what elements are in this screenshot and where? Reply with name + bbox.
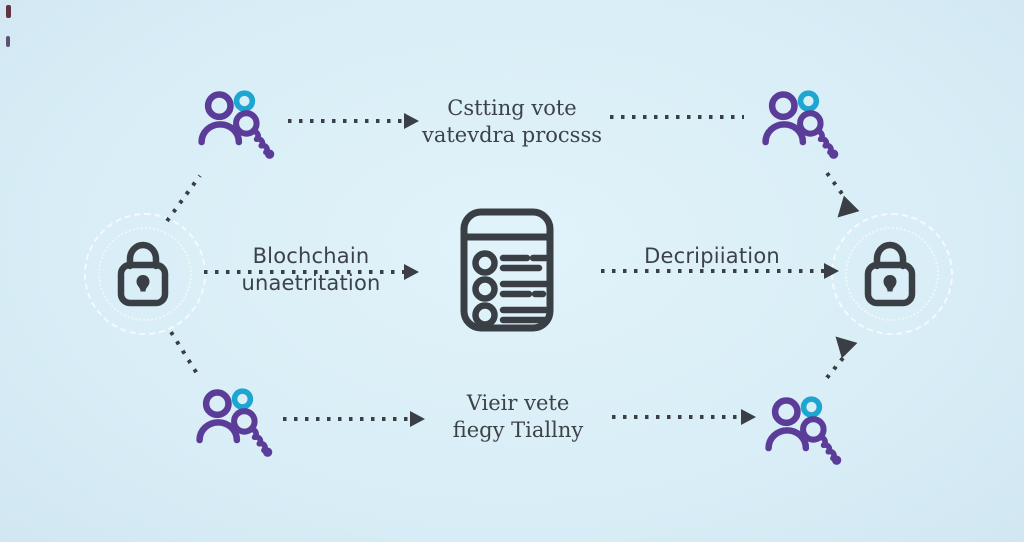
mandala-ring: [845, 227, 939, 321]
voter-key-icon: [765, 396, 842, 465]
arrowhead-top-left: [404, 113, 419, 129]
ballot-list-icon: [460, 208, 554, 332]
label-vote-tally-line1: Vieir vete: [466, 391, 570, 415]
voter-key-icon: [198, 90, 275, 159]
dotted-diagonal-left-up: [165, 174, 202, 223]
arrowhead-mid-left: [404, 264, 419, 280]
dotted-line-top-right: [610, 115, 744, 119]
node-ballot-center: [459, 207, 555, 333]
node-lock-left: [113, 234, 173, 310]
arrowhead-mid-right: [824, 263, 839, 279]
padlock-icon: [864, 241, 916, 307]
padlock-icon: [117, 241, 169, 307]
label-decryption-text: Decripiiation: [644, 244, 780, 268]
voter-key-icon: [762, 90, 839, 159]
node-voter-top-left: [196, 88, 278, 170]
dotted-line-bottom-right: [612, 415, 742, 419]
dotted-line-mid-left: [204, 270, 404, 274]
label-blockchain: Blochchain unaetritation: [196, 243, 426, 297]
arrowhead-bottom-left: [410, 411, 425, 427]
dotted-line-bottom-left: [283, 417, 411, 421]
label-casting-vote-line2: vatevdra procsss: [421, 123, 602, 147]
label-casting-vote-line1: Cstting vote: [447, 96, 577, 120]
node-voter-bottom-left: [194, 386, 276, 468]
node-voter-top-right: [760, 88, 842, 170]
label-casting-vote: Cstting vote vatevdra procsss: [402, 95, 622, 149]
dotted-line-mid-right: [601, 269, 825, 273]
arrowhead-diagonal-to-lock-top: [829, 195, 860, 226]
dotted-line-top-left: [288, 119, 404, 123]
edge-artifact: [6, 5, 11, 18]
label-decryption: Decripiiation: [637, 243, 787, 270]
mandala-ring: [98, 227, 192, 321]
mandala-ring: [84, 213, 206, 335]
node-voter-bottom-right: [763, 394, 845, 476]
dotted-diagonal-left-down: [169, 330, 200, 376]
node-lock-right: [860, 234, 920, 310]
label-blockchain-text: Blochchain unaetritation: [241, 244, 381, 295]
voter-key-icon: [196, 388, 273, 457]
label-vote-tally: Vieir vete fiegy Tiallny: [408, 390, 628, 444]
arrowhead-diagonal-to-lock-bottom: [827, 328, 858, 359]
dotted-diagonal-right-down: [822, 356, 845, 383]
edge-artifact: [6, 36, 10, 47]
arrowhead-bottom-right: [741, 409, 756, 425]
label-vote-tally-line2: fiegy Tiallny: [452, 418, 584, 442]
